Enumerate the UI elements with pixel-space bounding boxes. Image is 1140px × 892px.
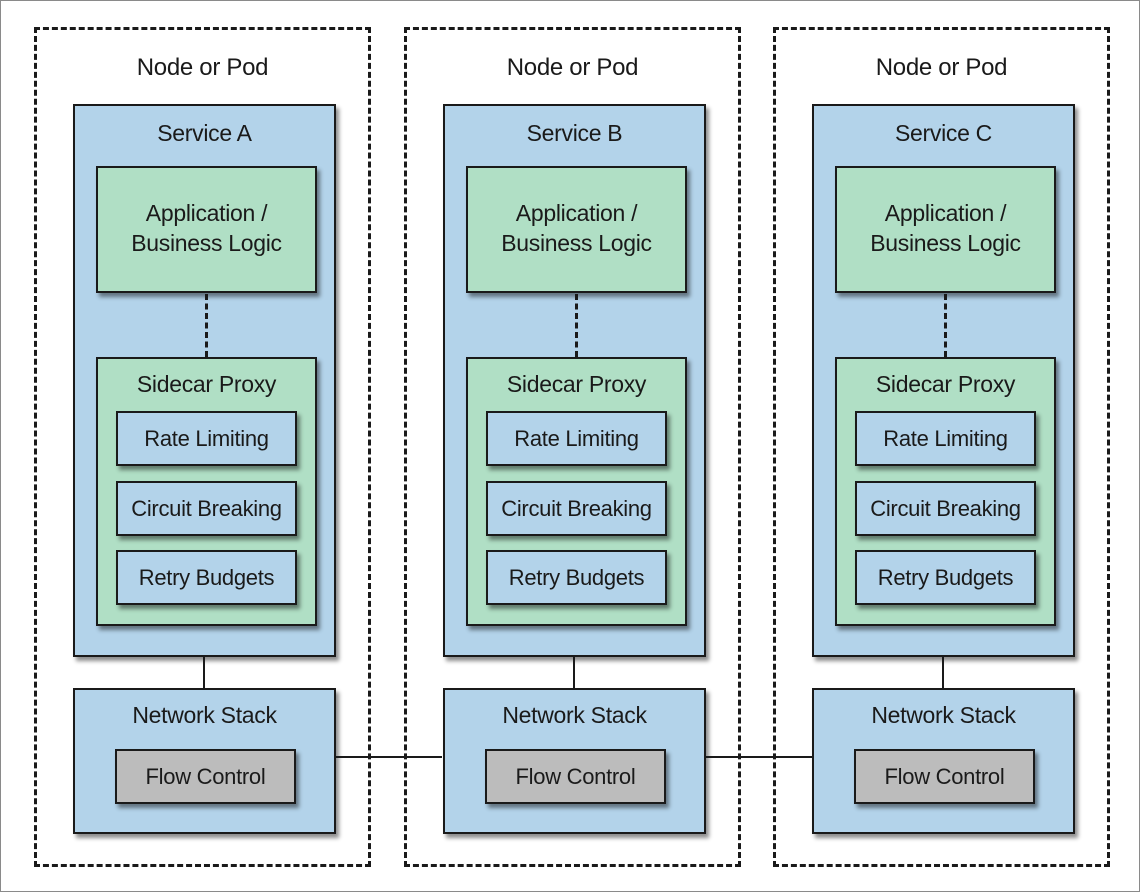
application-label: Application / Business Logic — [131, 200, 282, 256]
app-proxy-dashed-link — [575, 294, 578, 357]
application-box: Application / Business Logic — [96, 166, 317, 293]
network-stack-label: Network Stack — [871, 702, 1016, 728]
sidecar-proxy-box: Sidecar Proxy Rate Limiting Circuit Brea… — [835, 357, 1056, 626]
network-stack-box: Network Stack Flow Control — [443, 688, 706, 834]
service-label: Service B — [526, 120, 623, 146]
sidecar-proxy-box: Sidecar Proxy Rate Limiting Circuit Brea… — [96, 357, 317, 626]
flow-control-box: Flow Control — [115, 749, 296, 804]
rate-limiting-box: Rate Limiting — [855, 411, 1036, 466]
service-network-link — [203, 657, 205, 688]
node-or-pod-b: Node or Pod Service B Application / Busi… — [404, 27, 741, 867]
app-proxy-dashed-link — [205, 294, 208, 357]
application-label: Application / Business Logic — [870, 200, 1021, 256]
app-proxy-dashed-link — [944, 294, 947, 357]
retry-budgets-box: Retry Budgets — [116, 550, 297, 605]
application-label: Application / Business Logic — [501, 200, 652, 256]
network-stack-label: Network Stack — [502, 702, 647, 728]
network-stack-label: Network Stack — [132, 702, 277, 728]
node-label: Node or Pod — [506, 54, 639, 81]
service-b-box: Service B Application / Business Logic S… — [443, 104, 706, 657]
sidecar-proxy-label: Sidecar Proxy — [136, 371, 277, 397]
sidecar-proxy-label: Sidecar Proxy — [506, 371, 647, 397]
network-link-a-b — [335, 756, 442, 758]
flow-control-box: Flow Control — [485, 749, 666, 804]
node-label: Node or Pod — [875, 54, 1008, 81]
rate-limiting-box: Rate Limiting — [486, 411, 667, 466]
service-label: Service A — [157, 120, 252, 146]
node-label: Node or Pod — [136, 54, 269, 81]
application-box: Application / Business Logic — [466, 166, 687, 293]
network-stack-box: Network Stack Flow Control — [812, 688, 1075, 834]
service-label: Service C — [895, 120, 992, 146]
retry-budgets-box: Retry Budgets — [486, 550, 667, 605]
network-link-b-c — [705, 756, 812, 758]
service-network-link — [942, 657, 944, 688]
flow-control-box: Flow Control — [854, 749, 1035, 804]
sidecar-proxy-box: Sidecar Proxy Rate Limiting Circuit Brea… — [466, 357, 687, 626]
retry-budgets-box: Retry Budgets — [855, 550, 1036, 605]
service-c-box: Service C Application / Business Logic S… — [812, 104, 1075, 657]
service-a-box: Service A Application / Business Logic S… — [73, 104, 336, 657]
application-box: Application / Business Logic — [835, 166, 1056, 293]
network-stack-box: Network Stack Flow Control — [73, 688, 336, 834]
circuit-breaking-box: Circuit Breaking — [486, 481, 667, 536]
node-or-pod-a: Node or Pod Service A Application / Busi… — [34, 27, 371, 867]
service-network-link — [573, 657, 575, 688]
circuit-breaking-box: Circuit Breaking — [855, 481, 1036, 536]
node-or-pod-c: Node or Pod Service C Application / Busi… — [773, 27, 1110, 867]
rate-limiting-box: Rate Limiting — [116, 411, 297, 466]
circuit-breaking-box: Circuit Breaking — [116, 481, 297, 536]
sidecar-proxy-label: Sidecar Proxy — [875, 371, 1016, 397]
